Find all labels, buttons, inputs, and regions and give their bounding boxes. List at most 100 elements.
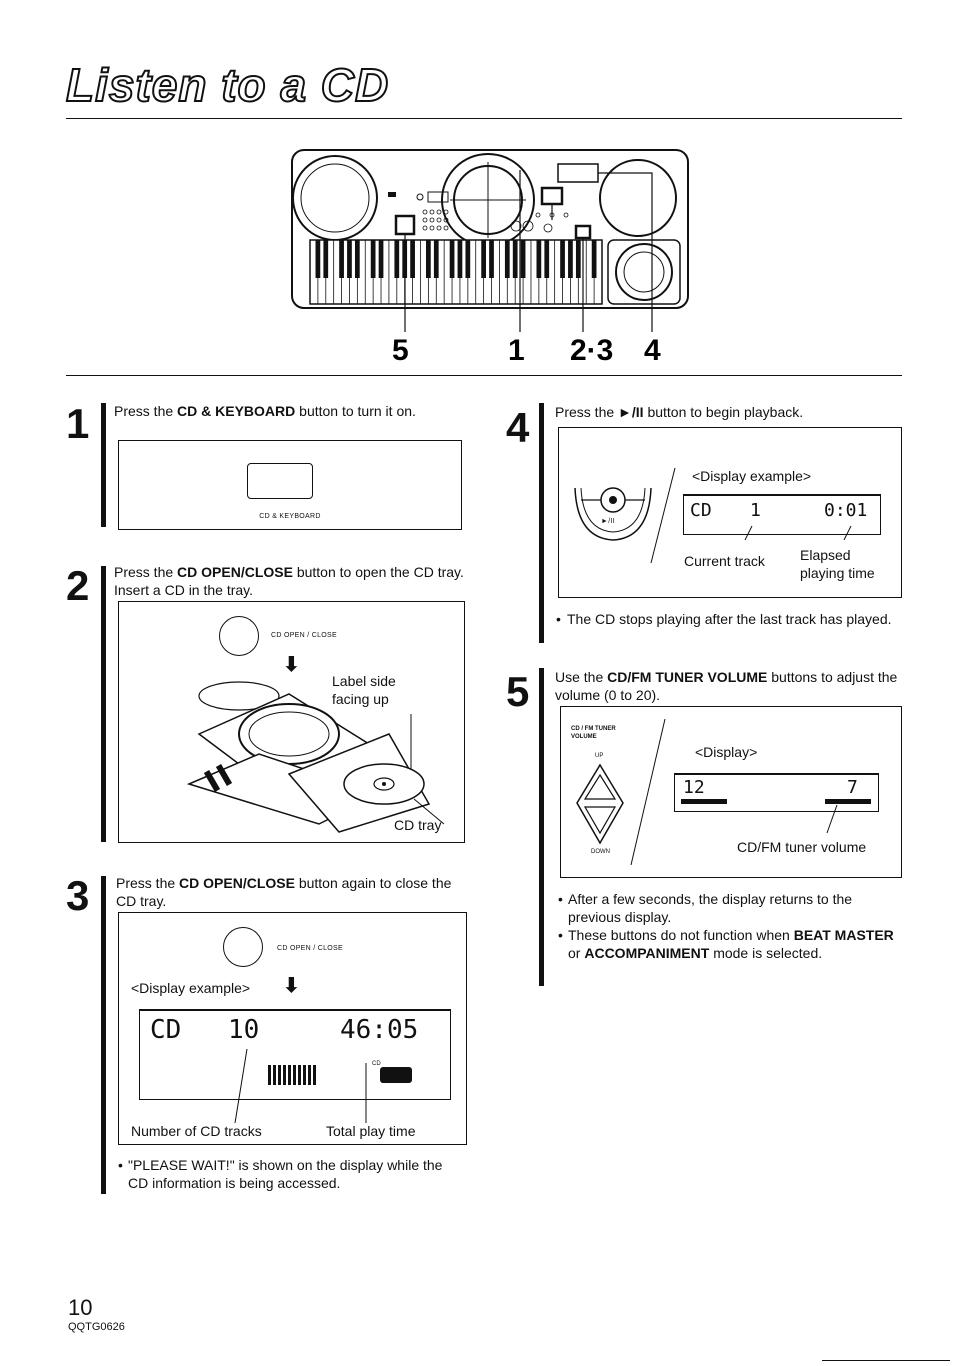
step-1-box: CD & KEYBOARD — [118, 440, 462, 530]
black-key — [544, 240, 550, 278]
lcd-total-time: 46:05 — [340, 1015, 419, 1045]
piano-keys-icon — [309, 239, 603, 305]
step-5-notes: • After a few seconds, the display retur… — [558, 890, 900, 962]
lcd-indicator-right — [825, 799, 871, 804]
caption-total-time: Total play time — [326, 1123, 416, 1139]
black-key — [560, 240, 565, 278]
black-key — [426, 240, 431, 278]
down-arrow-icon: ⬇ — [283, 654, 300, 676]
black-key — [410, 240, 415, 278]
up-label: UP — [595, 753, 604, 759]
lcd-track-4: 1 — [750, 500, 761, 521]
cd-open-close-button-2[interactable] — [223, 927, 263, 967]
section-rule — [66, 375, 902, 376]
black-key — [433, 240, 439, 278]
step-4-bar — [539, 403, 544, 643]
right-top-speaker-icon — [599, 159, 677, 237]
lcd-indicator-left — [681, 799, 727, 804]
display-label-5: <Display> — [695, 744, 758, 760]
volume-buttons-icon — [557, 163, 599, 183]
callout-2-3: 2·3 — [570, 334, 613, 367]
lcd-display: CD 10 46:05 CD — [139, 1009, 451, 1100]
cd-open-close-button-icon — [540, 186, 564, 206]
play-pause-button-icon — [574, 224, 592, 240]
step-5-leader-lines — [630, 718, 838, 866]
step-3-leader-lines — [234, 1048, 367, 1124]
play-pause-label: ►/II — [601, 518, 615, 525]
step-5-number: 5 — [506, 668, 530, 715]
black-key — [449, 240, 455, 278]
cd-keyboard-label: CD & KEYBOARD — [259, 513, 321, 520]
display-example-label-4: <Display example> — [692, 468, 812, 484]
caption-tracks: Number of CD tracks — [131, 1123, 262, 1139]
black-key — [347, 240, 352, 278]
black-key — [465, 240, 471, 278]
black-key — [315, 240, 321, 278]
down-arrow-icon-2: ⬇ — [283, 975, 300, 997]
step-2-box: CD OPEN / CLOSE ⬇ Label side facing up C… — [118, 601, 465, 843]
lcd-mode-4: CD — [690, 500, 712, 521]
step-3-text: Press the CD OPEN/CLOSE button again to … — [116, 875, 452, 909]
caption-elapsed-time: Elapsed playing time — [800, 547, 875, 581]
callout-1: 1 — [508, 334, 525, 367]
black-key — [394, 240, 400, 278]
volume-down-button[interactable] — [583, 806, 617, 835]
black-key — [457, 240, 463, 278]
black-key — [489, 240, 494, 278]
step-3-note: • "PLEASE WAIT!" is shown on the display… — [118, 1157, 443, 1191]
footer-rule — [822, 1360, 950, 1361]
step-2-bar — [101, 566, 106, 842]
cd-indicator-icon — [380, 1067, 412, 1083]
volume-up-button[interactable] — [583, 773, 617, 800]
page-number: 10 — [68, 1295, 93, 1320]
volume-label: CD / FM TUNER VOLUME — [571, 726, 616, 740]
model-code: QQTG0626 — [68, 1321, 125, 1333]
cd-tray-caption: CD tray — [394, 817, 442, 833]
black-key — [339, 240, 344, 278]
callout-5: 5 — [392, 334, 409, 367]
black-key — [354, 240, 360, 278]
step-1-text: Press the CD & KEYBOARD button to turn i… — [114, 403, 416, 419]
keyboard-diagram: 5 1 2·3 4 — [291, 149, 689, 367]
step-4-box: ►/II <Display example> CD 1 0:01 Current… — [558, 427, 902, 598]
display-example-label: <Display example> — [131, 980, 251, 996]
lcd-elapsed-4: 0:01 — [824, 500, 868, 521]
cd-open-close-button[interactable] — [219, 616, 259, 656]
lcd-cd-badge: CD — [372, 1061, 381, 1067]
black-key — [481, 240, 486, 278]
black-key — [520, 240, 526, 278]
black-key — [323, 240, 329, 278]
black-key — [591, 240, 597, 278]
black-key — [504, 240, 510, 278]
cd-keyboard-button[interactable] — [247, 463, 313, 499]
track-calendar-icon — [268, 1065, 318, 1085]
volume-up-down-buttons — [576, 763, 624, 845]
step-5-note-1: • After a few seconds, the display retur… — [558, 891, 853, 925]
cd-open-close-label: CD OPEN / CLOSE — [271, 632, 337, 639]
step-1-bar — [101, 403, 106, 527]
step-4-number: 4 — [506, 404, 530, 451]
down-label: DOWN — [591, 849, 610, 855]
step-2-number: 2 — [66, 562, 90, 609]
step-5-note-2: • These buttons do not function when BEA… — [558, 927, 894, 961]
label-side-caption: Label side facing up — [332, 673, 396, 707]
lcd-volume-right: 7 — [847, 777, 858, 798]
caption-volume: CD/FM tuner volume — [737, 839, 867, 855]
step-4-leader-lines — [650, 467, 852, 564]
cd-tray-illustration — [186, 681, 445, 833]
step-1-number: 1 — [66, 400, 90, 447]
callout-4: 4 — [644, 334, 661, 367]
step-5-box: CD / FM TUNER VOLUME UP DOWN <Display> 1… — [560, 706, 902, 878]
black-key — [568, 240, 573, 278]
title-rule — [66, 118, 902, 119]
step-5-text: Use the CD/FM TUNER VOLUME buttons to ad… — [555, 669, 898, 703]
step-3-number: 3 — [66, 872, 90, 919]
lcd-volume-left: 12 — [683, 777, 705, 798]
lcd-display-5: 12 7 — [674, 773, 879, 812]
black-key — [575, 240, 581, 278]
page-title: Listen to a CD — [65, 58, 390, 112]
black-key — [378, 240, 384, 278]
left-speaker-icon — [292, 155, 378, 241]
black-key — [512, 240, 518, 278]
black-key — [370, 240, 376, 278]
